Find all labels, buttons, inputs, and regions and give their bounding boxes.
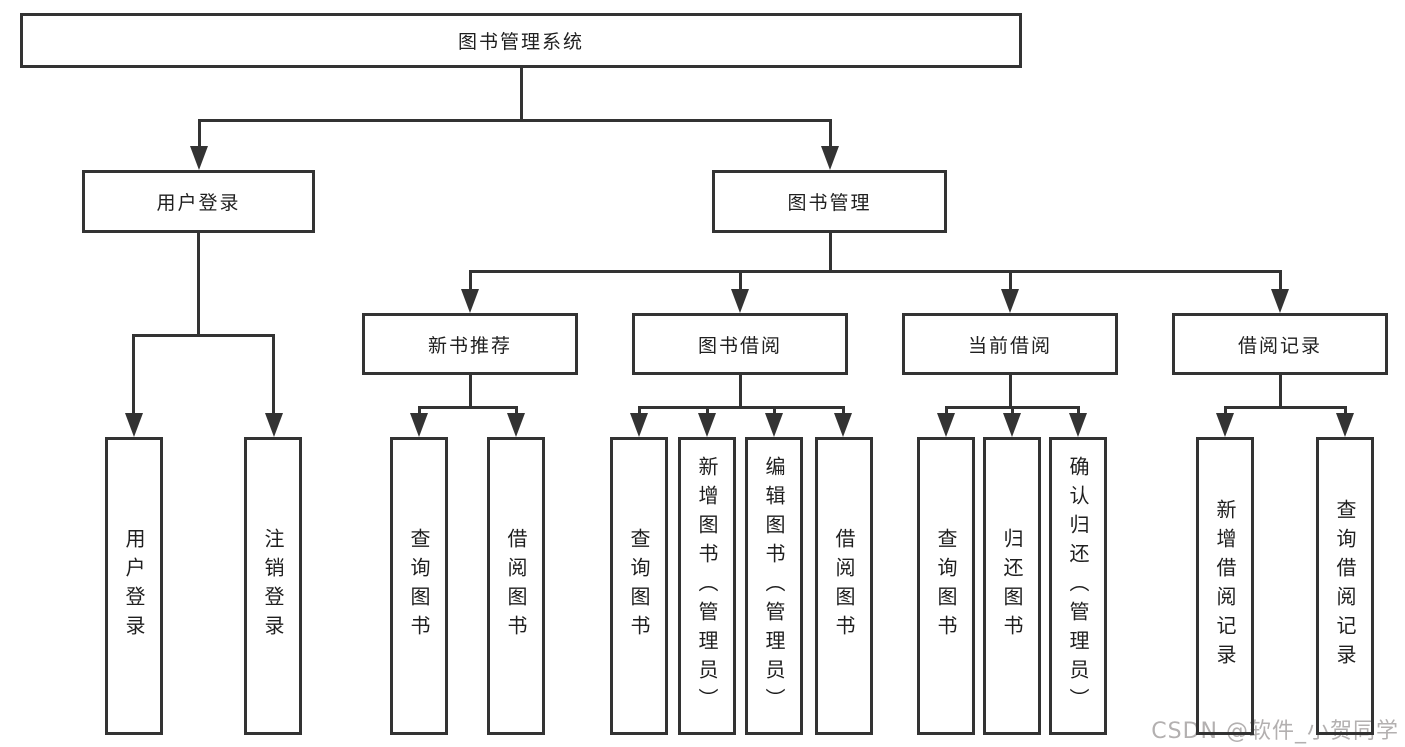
connector-newbook-stem bbox=[469, 375, 472, 408]
connector-root-rail bbox=[198, 119, 832, 122]
connector-root-drop-left bbox=[198, 119, 201, 154]
arrow-currentborrow-leaf-1 bbox=[937, 413, 955, 437]
arrow-bookborrow-leaf-3 bbox=[765, 413, 783, 437]
connector-bookborrow-stem bbox=[739, 375, 742, 408]
connector-newbook-rail bbox=[418, 406, 518, 409]
leaf-newbook-borrow-label: 借阅图书 bbox=[504, 528, 528, 644]
leaf-current-query-label: 查询图书 bbox=[934, 528, 958, 644]
arrow-newbook-leaf-2 bbox=[507, 413, 525, 437]
connector-bookborrow-rail bbox=[638, 406, 845, 409]
arrow-borrowrecord-leaf-1 bbox=[1216, 413, 1234, 437]
connector-bookmgmt-drop-3 bbox=[1009, 270, 1012, 295]
arrow-to-leaf-logout bbox=[265, 413, 283, 437]
node-root: 图书管理系统 bbox=[20, 13, 1022, 68]
leaf-newbook-query-label: 查询图书 bbox=[407, 528, 431, 644]
node-book-borrow-label: 图书借阅 bbox=[697, 334, 782, 357]
arrow-bookborrow-leaf-4 bbox=[834, 413, 852, 437]
node-borrow-record: 借阅记录 bbox=[1172, 313, 1388, 375]
arrow-currentborrow-leaf-2 bbox=[1003, 413, 1021, 437]
leaf-record-add-label: 新增借阅记录 bbox=[1213, 499, 1237, 673]
leaf-record-add: 新增借阅记录 bbox=[1196, 437, 1254, 735]
leaf-record-query-label: 查询借阅记录 bbox=[1333, 499, 1357, 673]
leaf-user-login-label: 用户登录 bbox=[122, 528, 146, 644]
node-book-mgmt: 图书管理 bbox=[712, 170, 947, 233]
leaf-current-confirm-admin-label: 确认归还（管理员） bbox=[1066, 455, 1090, 717]
leaf-newbook-query: 查询图书 bbox=[390, 437, 448, 735]
node-new-book-label: 新书推荐 bbox=[427, 334, 512, 357]
leaf-logout: 注销登录 bbox=[244, 437, 302, 735]
connector-borrowrecord-stem bbox=[1279, 375, 1282, 408]
arrow-bookborrow-leaf-1 bbox=[630, 413, 648, 437]
connector-borrowrecord-rail bbox=[1224, 406, 1347, 409]
connector-bookmgmt-drop-4 bbox=[1279, 270, 1282, 295]
connector-root-drop-right bbox=[829, 119, 832, 154]
connector-userlogin-rail bbox=[132, 334, 275, 337]
connector-bookmgmt-stem bbox=[829, 233, 832, 272]
csdn-watermark: CSDN @软件_小贺同学 bbox=[1151, 719, 1399, 744]
leaf-newbook-borrow: 借阅图书 bbox=[487, 437, 545, 735]
leaf-user-login: 用户登录 bbox=[105, 437, 163, 735]
leaf-borrow-borrow-label: 借阅图书 bbox=[832, 528, 856, 644]
arrow-to-current-borrow bbox=[1001, 289, 1019, 313]
arrow-newbook-leaf-1 bbox=[410, 413, 428, 437]
leaf-borrow-edit-admin: 编辑图书（管理员） bbox=[745, 437, 803, 735]
arrow-to-borrow-record bbox=[1271, 289, 1289, 313]
connector-userlogin-drop-2 bbox=[272, 334, 275, 419]
node-book-borrow: 图书借阅 bbox=[632, 313, 848, 375]
leaf-current-return-label: 归还图书 bbox=[1000, 528, 1024, 644]
leaf-borrow-query: 查询图书 bbox=[610, 437, 668, 735]
leaf-current-query: 查询图书 bbox=[917, 437, 975, 735]
connector-currentborrow-stem bbox=[1009, 375, 1012, 408]
arrow-to-leaf-login bbox=[125, 413, 143, 437]
leaf-borrow-edit-admin-label: 编辑图书（管理员） bbox=[762, 455, 786, 717]
connector-userlogin-stem bbox=[197, 233, 200, 335]
node-user-login-label: 用户登录 bbox=[156, 192, 241, 214]
leaf-current-return: 归还图书 bbox=[983, 437, 1041, 735]
node-current-borrow: 当前借阅 bbox=[902, 313, 1118, 375]
node-user-login: 用户登录 bbox=[82, 170, 315, 233]
connector-root-stem bbox=[520, 68, 523, 121]
arrow-to-new-book bbox=[461, 289, 479, 313]
connector-bookmgmt-drop-1 bbox=[469, 270, 472, 295]
leaf-borrow-query-label: 查询图书 bbox=[627, 528, 651, 644]
leaf-borrow-add-admin-label: 新增图书（管理员） bbox=[695, 455, 719, 717]
connector-bookmgmt-rail bbox=[469, 270, 1282, 273]
connector-userlogin-drop-1 bbox=[132, 334, 135, 419]
arrow-to-book-borrow bbox=[731, 289, 749, 313]
leaf-borrow-borrow: 借阅图书 bbox=[815, 437, 873, 735]
node-borrow-record-label: 借阅记录 bbox=[1237, 334, 1322, 357]
leaf-logout-label: 注销登录 bbox=[261, 528, 285, 644]
leaf-borrow-add-admin: 新增图书（管理员） bbox=[678, 437, 736, 735]
arrow-to-book-mgmt bbox=[821, 146, 839, 170]
arrow-currentborrow-leaf-3 bbox=[1069, 413, 1087, 437]
node-root-label: 图书管理系统 bbox=[457, 31, 584, 53]
arrow-to-user-login bbox=[190, 146, 208, 170]
leaf-current-confirm-admin: 确认归还（管理员） bbox=[1049, 437, 1107, 735]
arrow-borrowrecord-leaf-2 bbox=[1336, 413, 1354, 437]
leaf-record-query: 查询借阅记录 bbox=[1316, 437, 1374, 735]
node-book-mgmt-label: 图书管理 bbox=[787, 192, 872, 214]
connector-bookmgmt-drop-2 bbox=[739, 270, 742, 295]
node-new-book: 新书推荐 bbox=[362, 313, 578, 375]
arrow-bookborrow-leaf-2 bbox=[698, 413, 716, 437]
node-current-borrow-label: 当前借阅 bbox=[967, 334, 1052, 357]
